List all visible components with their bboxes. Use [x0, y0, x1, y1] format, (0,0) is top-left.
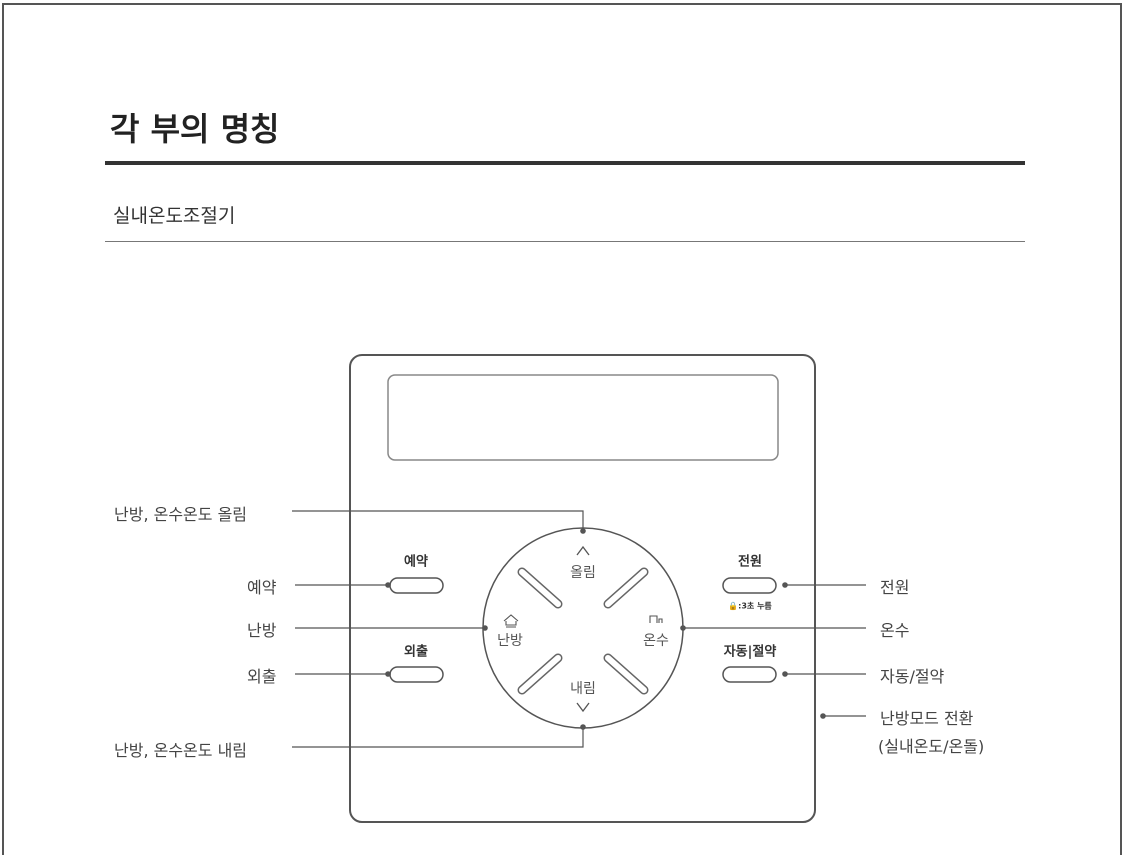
reserve-button-hit[interactable]: [388, 575, 445, 596]
dial-slots: [517, 567, 649, 695]
callout-heating: 난방: [247, 621, 277, 640]
title-divider: [105, 161, 1025, 165]
callout-reserve: 예약: [247, 578, 277, 597]
display-window: [387, 374, 779, 461]
dial-ring: [482, 527, 684, 729]
dial-up-label: 올림: [570, 565, 596, 581]
callout-temp-up: 난방, 온수온도 올림: [114, 505, 248, 524]
up-arrow-icon: [576, 545, 590, 556]
callout-lines: [292, 510, 866, 748]
power-button: [722, 577, 777, 594]
callout-dots: [385, 528, 826, 730]
lock-hint: 🔒:3초 누름: [728, 601, 772, 611]
callout-hot-water: 온수: [880, 621, 910, 640]
auto-save-button-hit[interactable]: [721, 664, 778, 685]
callout-power: 전원: [880, 578, 910, 597]
auto-save-button-label: 자동|절약: [723, 644, 777, 660]
callout-mode-switch-detail: (실내온도/온돌): [878, 737, 985, 756]
hot-water-icon: [649, 615, 663, 623]
callout-temp-down: 난방, 온수온도 내림: [114, 741, 248, 760]
dial-arrows: [576, 545, 590, 713]
outing-button-label: 외출: [404, 644, 428, 660]
dial-down-label: 내림: [570, 681, 596, 697]
dial-hot-water-label: 온수: [643, 633, 669, 649]
heating-icon: [503, 614, 519, 628]
power-button-hit[interactable]: [721, 575, 778, 596]
callout-auto-save: 자동/절약: [880, 667, 945, 686]
outing-button-hit[interactable]: [388, 664, 445, 685]
page-title: 각 부의 명칭: [110, 110, 280, 148]
callout-mode-switch: 난방모드 전환: [880, 709, 974, 728]
reserve-button-label: 예약: [404, 554, 428, 570]
device-body: [349, 354, 816, 823]
auto-save-button: [722, 666, 777, 683]
page-frame: [2, 3, 1122, 855]
section-divider: [105, 241, 1025, 242]
power-button-label: 전원: [738, 554, 762, 570]
down-arrow-icon: [576, 702, 590, 713]
section-subtitle: 실내온도조절기: [113, 205, 236, 227]
dial-heating-label: 난방: [497, 633, 523, 649]
callout-outing: 외출: [247, 667, 277, 686]
